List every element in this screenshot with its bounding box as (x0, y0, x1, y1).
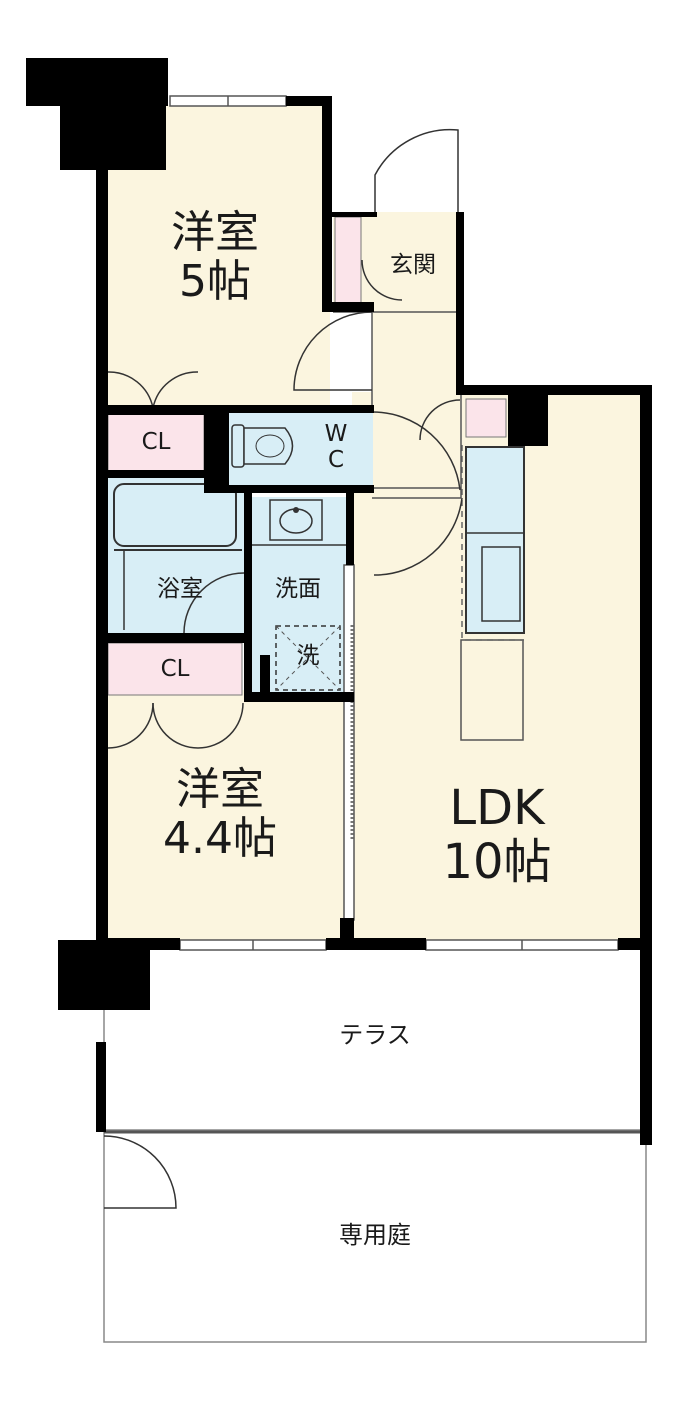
toilet-bowl (243, 427, 294, 465)
garden-area (103, 1131, 647, 1343)
wc-label: W C (318, 421, 354, 474)
walls (26, 58, 652, 1145)
kitchen-pantry (465, 398, 507, 438)
shoe-closet (334, 216, 362, 304)
western-room-2-label: 洋室 4.4帖 (130, 765, 310, 864)
ldk-label: LDK 10帖 (412, 780, 582, 890)
closet-1-label: CL (141, 429, 171, 455)
kitchen-island (460, 639, 524, 741)
bathtub (113, 483, 237, 547)
wash-basin-drain (293, 507, 299, 513)
door-swings (103, 128, 463, 1209)
western-room-1-name: 洋室 (171, 207, 259, 258)
bathroom-label: 浴室 (157, 576, 203, 602)
western-room-1-label: 洋室 5帖 (140, 208, 290, 307)
terrace-label: テラス (339, 1021, 411, 1049)
closet-2-floor (107, 642, 243, 696)
garden-label: 専用庭 (339, 1221, 411, 1249)
closet-2-label: CL (160, 656, 190, 682)
washroom-label: 洗面 (275, 576, 321, 602)
washer-label: 洗 (296, 643, 320, 669)
closet-1-floor (107, 412, 205, 472)
wash-basin (269, 499, 323, 541)
western-room-2-size: 4.4帖 (163, 813, 277, 865)
western-room-1-size: 5帖 (179, 256, 251, 308)
bath-door-swing (183, 572, 245, 634)
toilet-tank (231, 424, 245, 468)
western-room-2-floor (104, 690, 352, 943)
entrance-label: 玄関 (390, 252, 436, 278)
kitchen-island-outline (461, 445, 524, 641)
wc-label-line1: W (324, 421, 348, 447)
ldk-size: 10帖 (442, 833, 552, 890)
terrace-area (103, 946, 643, 1131)
washer-pan-diagonal (275, 625, 341, 691)
western-room-2-name: 洋室 (176, 764, 264, 815)
washer-pan-diagonal (275, 625, 341, 691)
kitchen-sink (481, 546, 521, 622)
ldk-name: LDK (449, 780, 545, 836)
wc-label-line2: C (327, 446, 345, 473)
toilet-seat (255, 434, 285, 458)
